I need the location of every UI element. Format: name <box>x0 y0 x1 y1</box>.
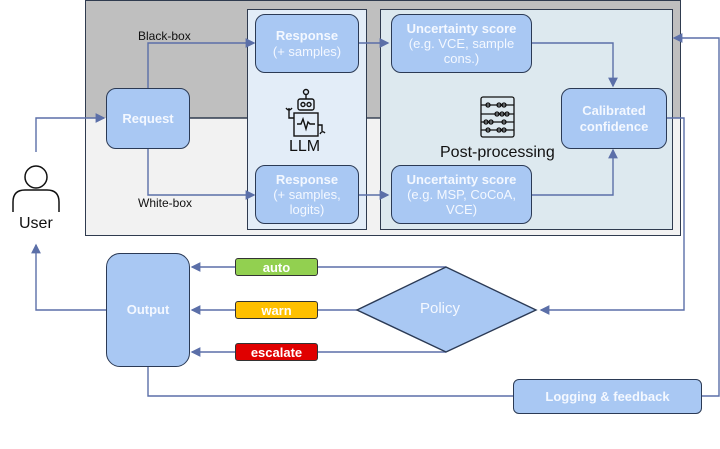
edge-uncertainty-black-calibrated <box>531 42 618 88</box>
uncertainty-black-detail-1: (e.g. VCE, sample <box>408 35 515 51</box>
edge-output-logging <box>147 366 514 397</box>
logging-feedback-node[interactable]: Logging & feedback <box>513 379 702 414</box>
response-black-title: Response <box>275 28 339 44</box>
edge-request-response-black <box>147 38 256 88</box>
user-label: User <box>19 215 53 232</box>
edge-logging-system <box>672 33 720 397</box>
policy-diamond <box>355 266 538 353</box>
action-auto-badge[interactable]: auto <box>235 258 318 276</box>
edge-output-user <box>31 243 106 311</box>
uncertainty-white-detail-1: (e.g. MSP, CoCoA, <box>407 186 516 202</box>
output-label: Output <box>126 302 170 318</box>
uncertainty-black-title: Uncertainty score <box>406 20 517 36</box>
edge-uncertainty-white-calibrated <box>531 148 618 196</box>
white-box-label: White-box <box>138 196 193 210</box>
edge-calibrated-policy <box>539 117 685 315</box>
uncertainty-black-detail-2: cons.) <box>443 51 480 67</box>
response-white-node[interactable]: Response (+ samples, logits) <box>255 165 359 224</box>
policy-label: Policy <box>420 300 461 317</box>
response-black-node[interactable]: Response (+ samples) <box>255 14 359 73</box>
black-box-label: Black-box <box>138 29 191 43</box>
uncertainty-white-detail-2: VCE) <box>445 202 478 218</box>
action-warn-badge[interactable]: warn <box>235 301 318 319</box>
request-node[interactable]: Request <box>106 88 190 149</box>
uncertainty-black-node[interactable]: Uncertainty score (e.g. VCE, sample cons… <box>391 14 532 73</box>
llm-label: LLM <box>289 138 321 155</box>
response-white-detail-1: (+ samples, <box>273 186 341 202</box>
action-escalate-badge[interactable]: escalate <box>235 343 318 361</box>
logging-label: Logging & feedback <box>545 388 670 404</box>
response-black-detail: (+ samples) <box>272 43 342 59</box>
abacus-icon <box>480 96 515 138</box>
uncertainty-white-title: Uncertainty score <box>406 171 517 187</box>
calibrated-confidence-node[interactable]: Calibrated confidence <box>561 88 667 149</box>
request-label: Request <box>122 110 174 126</box>
edge-request-response-white <box>147 149 256 200</box>
calibrated-line-1: Calibrated <box>582 103 646 119</box>
output-node[interactable]: Output <box>106 253 190 367</box>
user-icon <box>12 165 60 212</box>
response-white-detail-2: logits) <box>289 202 325 218</box>
post-processing-label: Post-processing <box>440 144 555 161</box>
edge-user-request <box>35 113 106 152</box>
response-white-title: Response <box>275 171 339 187</box>
calibrated-line-2: confidence <box>579 118 649 134</box>
robot-icon <box>285 88 326 137</box>
uncertainty-white-node[interactable]: Uncertainty score (e.g. MSP, CoCoA, VCE) <box>391 165 532 224</box>
